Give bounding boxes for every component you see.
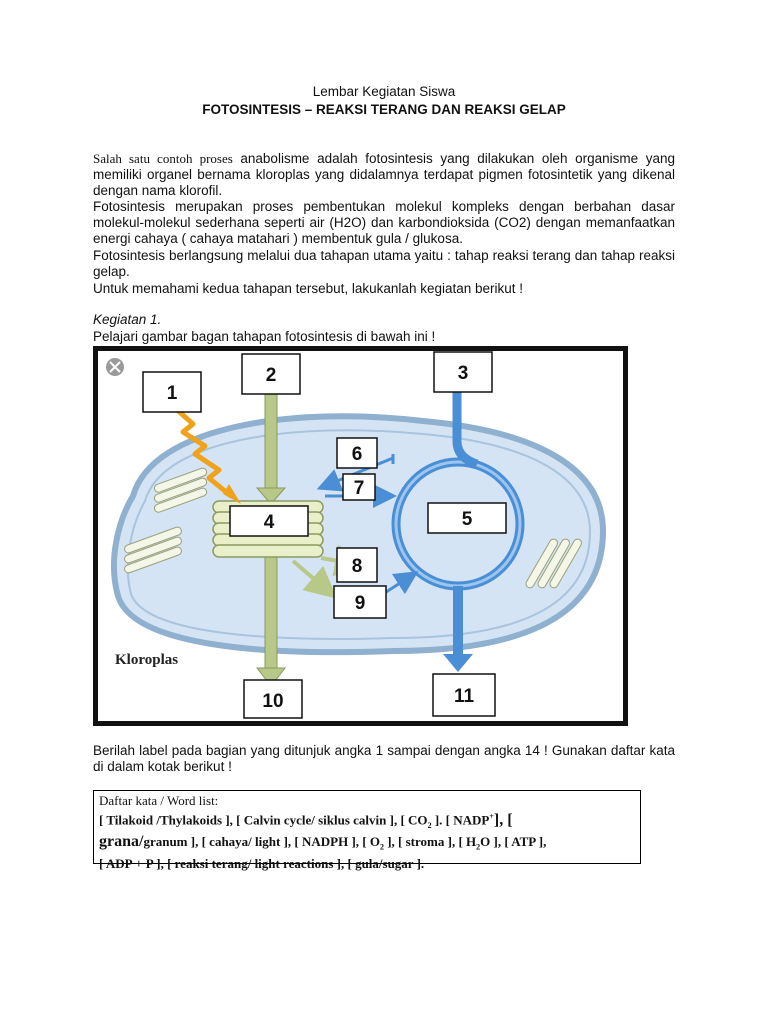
blue-arrow-out [443, 586, 473, 672]
word-list-line-2: grana/granum ], [ cahaya/ light ], [ NAD… [99, 832, 547, 852]
label-1: 1 [167, 383, 178, 404]
light-zigzag [173, 406, 233, 498]
thylakoid-stack-right [525, 538, 582, 589]
label-5: 5 [462, 509, 473, 530]
chloroplast-outer-membrane [110, 413, 607, 656]
label-8: 8 [352, 556, 363, 577]
labeling-instruction: Berilah label pada bagian yang ditunjuk … [93, 743, 675, 774]
label-7: 7 [354, 478, 365, 499]
intro-paragraph-3: Fotosintesis berlangsung melalui dua tah… [93, 248, 675, 279]
activity-instruction: Pelajari gambar bagan tahapan fotosintes… [93, 329, 436, 344]
figure-caption: Kloroplas [115, 652, 178, 668]
intro-paragraph-4: Untuk memahami kedua tahapan tersebut, l… [93, 281, 524, 296]
intro-paragraph-1-text: anabolisme adalah fotosintesis yang dila… [93, 151, 675, 198]
label-6: 6 [352, 444, 363, 465]
blue-arrow-in [452, 391, 479, 469]
word-list-line-3: [ ADP + P ], [ reaksi terang/ light reac… [99, 855, 425, 871]
label-2: 2 [266, 365, 277, 386]
word-list-box: Daftar kata / Word list: [ Tilakoid /Thy… [93, 790, 641, 871]
intro-paragraph-1: Salah satu contoh proses anabolisme adal… [93, 151, 675, 199]
thylakoid-stack-top [153, 467, 208, 513]
word-list-line-1: [ Tilakoid /Thylakoids ], [ Calvin cycle… [99, 811, 513, 830]
label-4: 4 [264, 512, 275, 533]
chloroplast-figure: Kloroplas 1 2 3 4 5 6 7 8 9 10 11 [93, 346, 628, 726]
label-9: 9 [355, 593, 366, 614]
label-10: 10 [262, 691, 283, 712]
intro-paragraph-2: Fotosintesis merupakan proses pembentuka… [93, 199, 675, 246]
chloroplast-inner-membrane [126, 429, 592, 640]
worksheet-label: Lembar Kegiatan Siswa [312, 84, 456, 99]
activity-title: Kegiatan 1. [93, 312, 162, 327]
close-icon [106, 358, 124, 376]
intro-serif-text: Salah satu contoh proses [93, 151, 233, 166]
label-11: 11 [454, 686, 475, 707]
page-title: FOTOSINTESIS – REAKSI TERANG DAN REAKSI … [202, 102, 566, 117]
label-3: 3 [458, 363, 469, 384]
thylakoid-stack-left [124, 526, 182, 574]
word-list-heading: Daftar kata / Word list: [99, 793, 219, 808]
